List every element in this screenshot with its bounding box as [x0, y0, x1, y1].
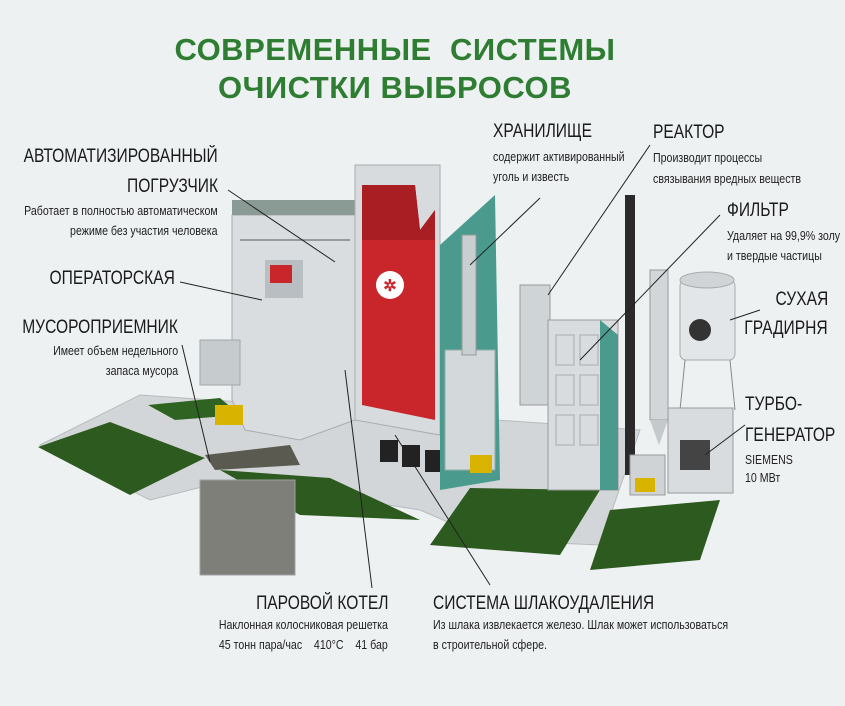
- reactor-title: РЕАКТОР: [653, 122, 725, 143]
- title-line-1: СОВРЕМЕННЫЕ СИСТЕМЫ: [174, 32, 616, 67]
- waste-pit: [200, 480, 295, 575]
- svg-text:✲: ✲: [383, 278, 396, 295]
- filter-desc-2: и твердые частицы: [727, 249, 822, 263]
- main-hall: [231, 214, 356, 441]
- title-line-2: ОЧИСТКИ ВЫБРОСОВ: [217, 70, 573, 105]
- reactor-desc-2: связывания вредных веществ: [653, 172, 802, 186]
- loader-desc-2: режиме без участия человека: [70, 224, 218, 238]
- bunker-title: МУСОРОПРИЕМНИК: [22, 317, 178, 338]
- loader-title-1: АВТОМАТИЗИРОВАННЫЙ: [23, 146, 218, 167]
- operator-title: ОПЕРАТОРСКАЯ: [49, 268, 175, 289]
- boiler-desc-2: 45 тонн пара/час 410°C 41 бар: [218, 638, 388, 652]
- turbine-desc-2: 10 МВт: [745, 471, 781, 485]
- boiler-desc-1: Наклонная колосниковая решетка: [218, 618, 388, 632]
- filter-title: ФИЛЬТР: [727, 200, 789, 221]
- boiler-title: ПАРОВОЙ КОТЕЛ: [255, 593, 388, 614]
- slag-desc-1: Из шлака извлекается железо. Шлак может …: [433, 618, 729, 632]
- cooler-title-1: СУХАЯ: [775, 289, 828, 310]
- lawn: [590, 500, 720, 570]
- truck: [215, 405, 243, 425]
- turbine-title-1: ТУРБО-: [745, 394, 803, 415]
- slag-container: [380, 440, 398, 462]
- loader-title-2: ПОГРУЗЧИК: [126, 176, 218, 197]
- reactor-desc-1: Производит процессы: [653, 151, 763, 165]
- leader-lines: [179, 144, 761, 589]
- turbine-title-2: ГЕНЕРАТОР: [745, 425, 836, 446]
- filter-desc-1: Удаляет на 99,9% золу: [727, 229, 841, 243]
- bunker-desc-2: запаса мусора: [105, 364, 178, 378]
- steam-boiler: [362, 185, 435, 420]
- bunker-desc-1: Имеет объем недельного: [52, 344, 178, 358]
- slag-desc-2: в строительной сфере.: [433, 638, 547, 652]
- storage-title: ХРАНИЛИЩЕ: [493, 121, 593, 142]
- loader-desc-1: Работает в полностью автоматическом: [24, 204, 218, 218]
- storage-desc-1: содержит активированный: [493, 150, 625, 164]
- slag-title: СИСТЕМА ШЛАКОУДАЛЕНИЯ: [433, 593, 655, 614]
- dry-cooler: [679, 279, 736, 361]
- reactor: [519, 284, 551, 406]
- chimney: [625, 195, 635, 475]
- lawn: [38, 422, 205, 495]
- lawn: [430, 488, 600, 555]
- turbine-desc-1: SIEMENS: [745, 453, 793, 467]
- storage-desc-2: уголь и известь: [493, 170, 570, 184]
- cooler-title-2: ГРАДИРНЯ: [744, 318, 828, 339]
